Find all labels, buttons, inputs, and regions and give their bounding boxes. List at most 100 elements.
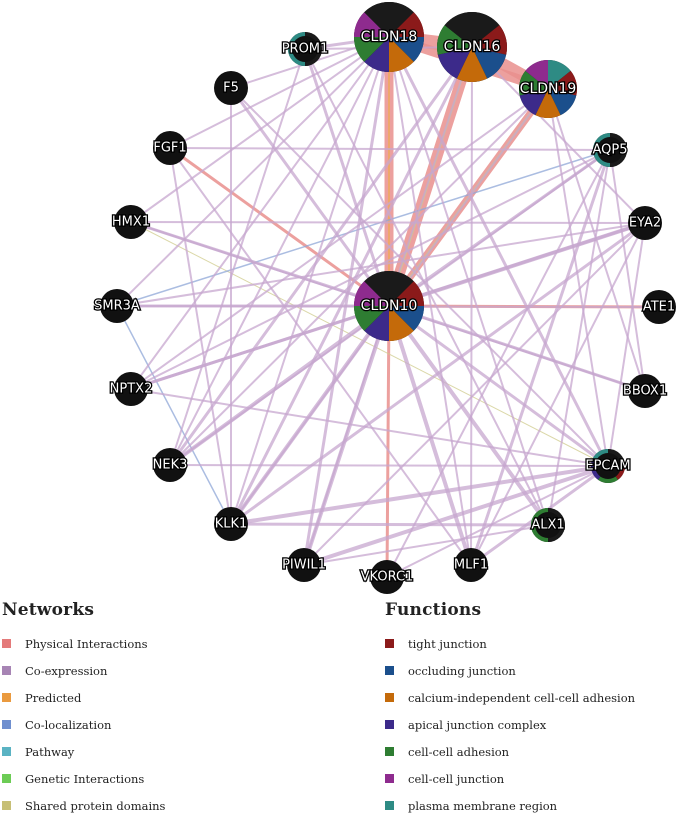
legend-functions: Functions tight junction occluding junct… [385,600,635,819]
node-f5[interactable]: F5 [214,71,248,105]
node-cldn18[interactable]: CLDN18 [354,2,424,72]
node-circle [214,507,248,541]
node-function-slice [364,306,389,341]
node-bbox1[interactable]: BBOX1 [622,374,668,408]
edge-klk1-epcam [229,464,610,526]
edge-mlf1-aqp5 [469,148,612,567]
legend-item-cell-cell-adhesion: cell-cell adhesion [385,738,635,765]
legend-item-colocalization: Co-localization [2,711,165,738]
node-fgf1[interactable]: FGF1 [152,131,188,165]
node-function-slice [525,60,548,89]
legend-item-tight-junction: tight junction [385,630,635,657]
node-label: BBOX1 [623,384,667,399]
edge-fgf1-aqp5 [169,147,611,151]
node-circle [114,372,148,406]
node-mlf1[interactable]: MLF1 [453,548,489,582]
edge-cldn18-hmx1 [130,36,390,223]
node-prom1[interactable]: PROM1 [280,32,330,66]
node-label: CLDN10 [361,298,418,314]
node-label: PROM1 [282,42,329,57]
edge-smr3a-klk1 [116,305,232,525]
legend-label: occluding junction [408,663,516,678]
node-nptx2[interactable]: NPTX2 [108,372,154,406]
node-function-slice [389,281,424,306]
node-circle [642,290,676,324]
node-circle [153,448,187,482]
legend-label: apical junction complex [408,717,547,732]
node-cldn10[interactable]: CLDN10 [354,271,424,341]
node-epcam[interactable]: EPCAM [584,449,632,483]
node-alx1[interactable]: ALX1 [530,508,566,542]
legend-networks-title: Networks [2,600,95,620]
node-cldn16[interactable]: CLDN16 [437,12,507,83]
node-label: PIWIL1 [282,558,326,573]
node-klk1[interactable]: KLK1 [213,507,249,541]
edge-piwil1-alx1 [303,524,549,566]
legend-item-predicted: Predicted [2,684,165,711]
legend-item-plasma-membrane: plasma membrane region [385,792,635,819]
swatch [2,639,11,648]
node-smr3a[interactable]: SMR3A [93,289,141,323]
node-function-slice [389,37,414,72]
node-circle [370,560,404,594]
legend-item-coexpression: Co-expression [2,657,165,684]
legend-item-shared-domains: Shared protein domains [2,792,165,819]
node-vkorc1[interactable]: VKORC1 [359,560,415,594]
edge-vkorc1-aqp5 [386,149,611,578]
legend-label: Co-localization [25,717,112,732]
legend-item-physical: Physical Interactions [2,630,165,657]
node-circle [628,374,662,408]
edge-cldn10-vkorc1 [385,304,391,579]
swatch [2,774,11,783]
edge-hmx1-eya2 [130,221,646,224]
node-function-slice [472,47,507,79]
node-function-slice [548,59,571,89]
node-label: SMR3A [94,299,140,314]
node-piwil1[interactable]: PIWIL1 [281,548,327,582]
node-function-slice [389,271,414,306]
swatch [385,774,394,783]
node-circle [214,71,248,105]
edge-cldn18-fgf1 [169,36,390,149]
node-ate1[interactable]: ATE1 [642,290,676,324]
swatch [385,720,394,729]
edge-klk1-eya2 [229,221,647,526]
edge-cldn18-nptx2 [130,36,390,390]
node-function-slice [354,12,389,37]
legend-item-pathway: Pathway [2,738,165,765]
edge-cldn19-epcam [547,88,609,467]
legend-label: cell-cell junction [408,771,505,786]
edge-epcam-eya2 [607,222,646,467]
swatch [2,666,11,675]
node-function-slice [364,37,389,72]
node-label: CLDN18 [361,29,418,45]
node-nek3[interactable]: NEK3 [151,448,189,482]
node-eya2[interactable]: EYA2 [628,206,662,240]
swatch [2,747,11,756]
edge-cldn16-nek3 [168,45,474,467]
node-core [292,36,318,62]
node-circle [628,206,662,240]
node-function-slice [456,47,488,83]
node-function-slice [519,89,548,116]
edge-cldn18-mlf1 [388,36,472,566]
legend-label: calcium-independent cell-cell adhesion [408,690,636,705]
node-function-slice [548,70,577,96]
node-function-slice [389,306,414,341]
edge-piwil1-epcam [302,464,610,567]
swatch [2,720,11,729]
swatch [2,801,11,810]
edge-cldn18-smr3a [116,36,390,307]
node-hmx1[interactable]: HMX1 [111,205,151,239]
swatch [385,693,394,702]
node-label: CLDN16 [444,39,501,55]
edge-fgf1-klk1 [169,147,232,525]
node-cldn19[interactable]: CLDN19 [518,59,578,119]
legend-label: tight junction [408,636,487,651]
edge-nek3-epcam [169,464,609,467]
edge-cldn18-piwil1 [302,35,391,567]
node-aqp5[interactable]: AQP5 [591,133,629,167]
node-function-slice [519,70,548,96]
